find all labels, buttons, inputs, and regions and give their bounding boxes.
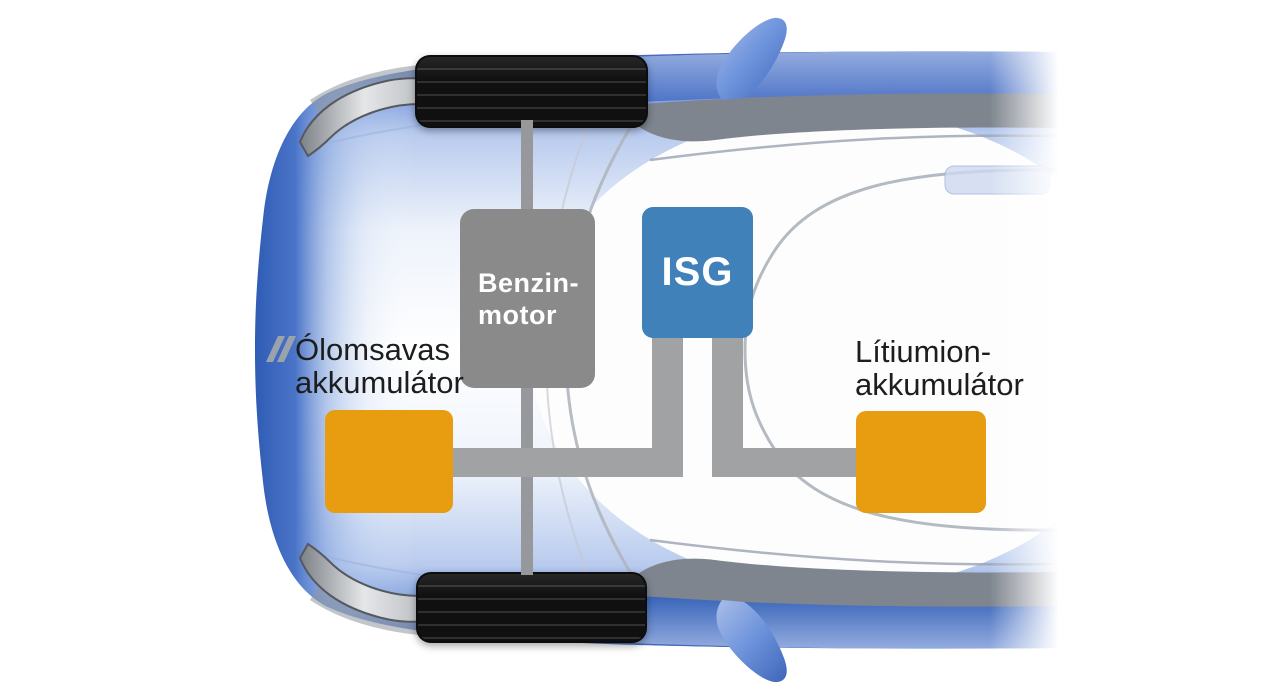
front-wheel-top (415, 55, 648, 128)
drive-axle-top (521, 120, 533, 212)
suzuki-logo (266, 336, 296, 362)
engine-box: Benzin- motor (460, 209, 595, 388)
fade-overlay (990, 0, 1288, 700)
drive-axle-bottom (521, 385, 533, 575)
side-band-bottom (600, 595, 1058, 649)
windshield-band-top (618, 93, 1058, 142)
lead-acid-battery-box (325, 410, 453, 513)
cable-isg-leg-left (652, 336, 683, 477)
cable-left-battery-to-isg (436, 448, 683, 477)
front-wheel-bottom (416, 572, 647, 643)
lithium-ion-label-line1: Lítiumion- (855, 334, 992, 369)
lead-acid-label-line1: Ólomsavas (295, 332, 451, 367)
lead-acid-battery-label: Ólomsavas akkumulátor (295, 333, 464, 399)
engine-label-line2: motor (478, 299, 557, 330)
side-mirror-bottom (716, 600, 787, 683)
lead-acid-label-line2: akkumulátor (295, 365, 464, 400)
lithium-ion-battery-label: Lítiumion- akkumulátor (855, 335, 1024, 401)
side-mirror-top (716, 17, 787, 100)
lithium-ion-label-line2: akkumulátor (855, 367, 1024, 402)
cable-isg-to-right-battery (712, 448, 872, 477)
engine-label-line1: Benzin- (478, 267, 579, 298)
windshield-band-bottom (618, 558, 1058, 607)
side-band-top (600, 51, 1058, 103)
isg-label: ISG (661, 250, 734, 294)
isg-box: ISG (642, 207, 753, 338)
lithium-ion-battery-box (856, 411, 986, 513)
